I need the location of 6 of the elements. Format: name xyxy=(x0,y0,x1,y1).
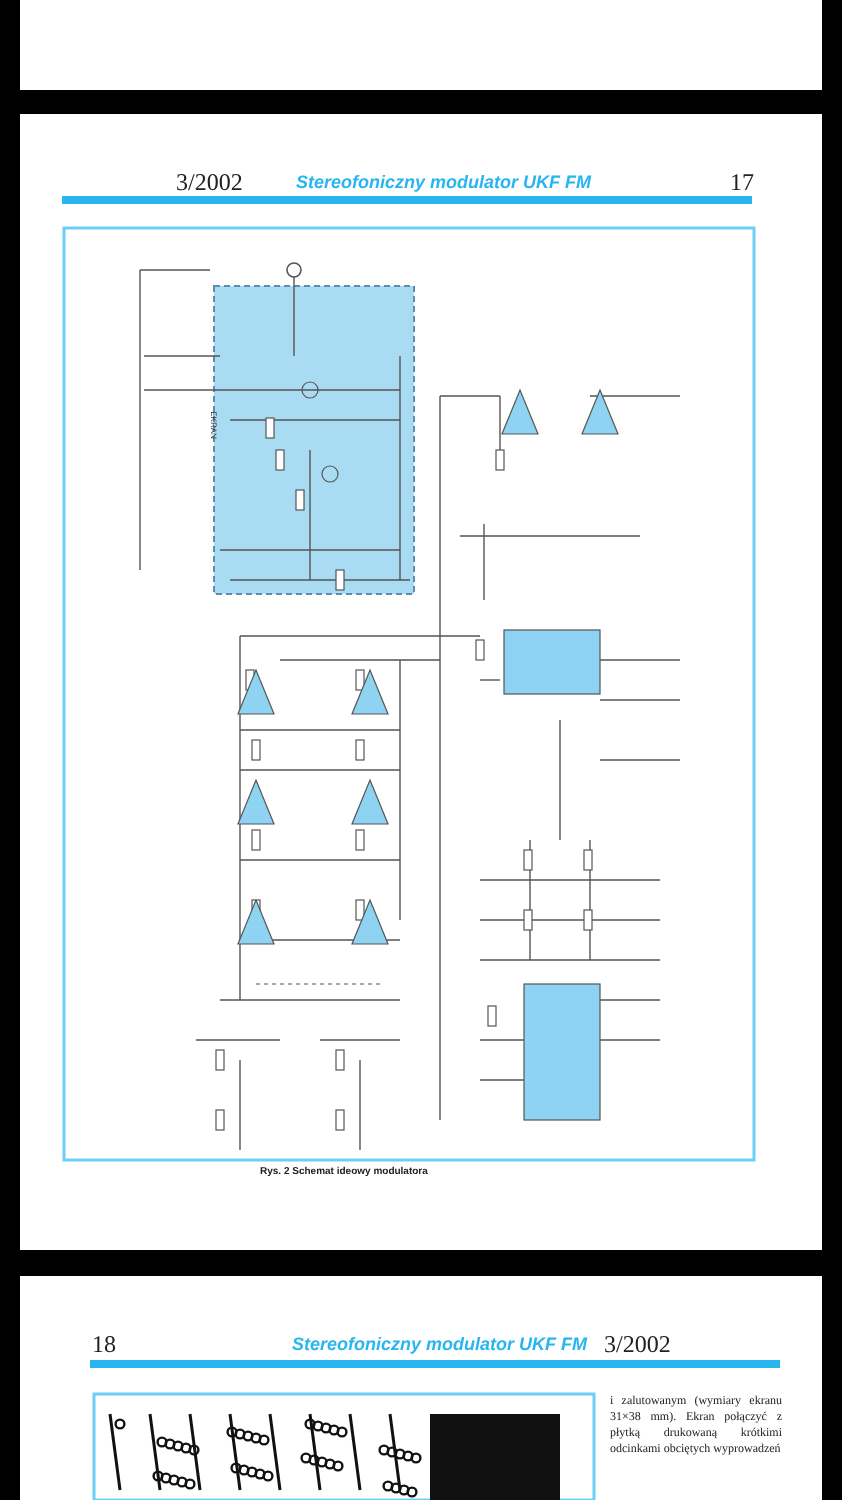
running-head: Stereofoniczny modulator UKF FM xyxy=(296,172,592,192)
page-number: 18 xyxy=(92,1330,116,1360)
issue-date: 3/2002 xyxy=(604,1330,671,1360)
page-number: 17 xyxy=(730,168,754,198)
running-head: Stereofoniczny modulator UKF FM xyxy=(292,1334,588,1354)
issue-date: 3/2002 xyxy=(176,168,243,198)
